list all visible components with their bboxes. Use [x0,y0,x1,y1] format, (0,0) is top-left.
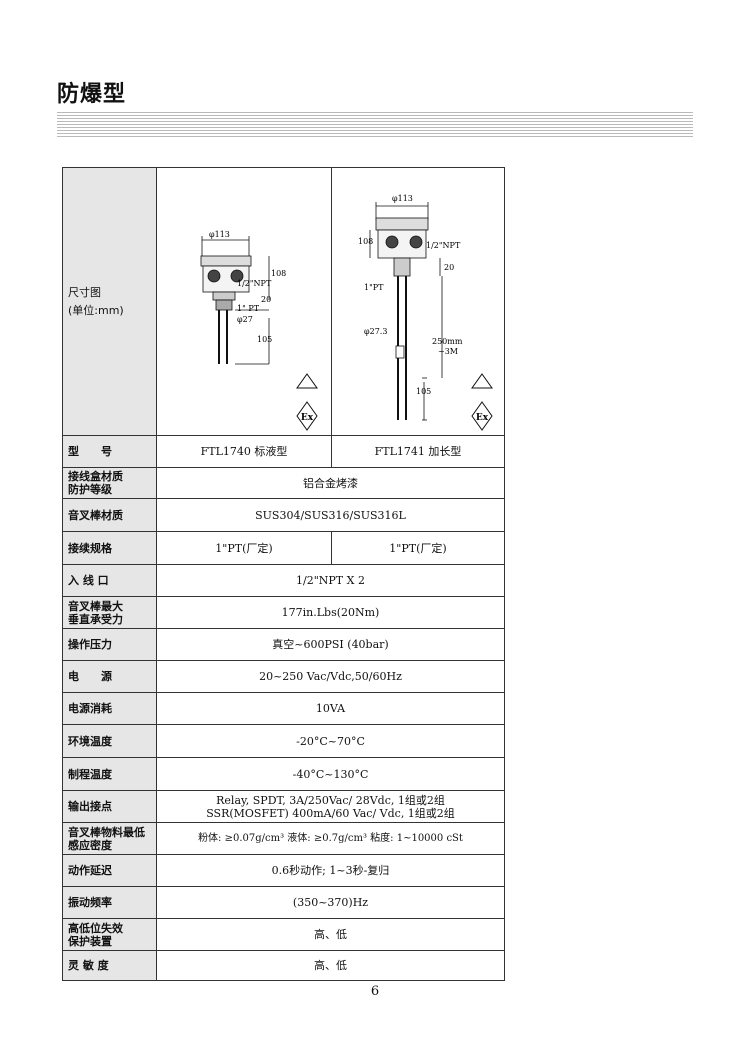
svg-text:Ex: Ex [301,413,314,423]
table-row: 接续规格 1"PT(厂定) 1"PT(厂定) [62,531,505,565]
spec-label: 动作延迟 [62,854,157,887]
spec-value: 高、低 [156,918,505,951]
table-row: 环境温度 -20°C~70°C [62,724,505,758]
spec-value: 铝合金烤漆 [156,467,505,499]
table-row: 灵 敏 度 高、低 [62,950,505,981]
spec-label: 电 源 [62,660,157,693]
spec-value: Relay, SPDT, 3A/250Vac/ 28Vdc, 1组或2组 SSR… [156,790,505,823]
spec-label: 接线盒材质 防护等级 [62,467,157,499]
left-rod-label: φ27 [237,315,253,324]
table-row: 电源消耗 10VA [62,692,505,725]
dimension-label-line2: (单位:mm) [68,303,124,317]
page-number: 6 [370,984,380,999]
spec-value: FTL1740 标液型 [156,435,332,468]
spec-label: 振动频率 [62,886,157,919]
dimension-row: 尺寸图 (单位:mm) [62,167,505,436]
left-npt-label: 1/2"NPT [237,279,272,288]
spec-table: 尺寸图 (单位:mm) [62,167,505,981]
spec-label: 环境温度 [62,724,157,758]
spec-value: 真空~600PSI (40bar) [156,628,505,661]
table-row: 音叉棒物料最低 感应密度 粉体: ≥0.07g/cm³ 液体: ≥0.7g/cm… [62,822,505,855]
left-width-label: φ113 [209,230,230,239]
table-row: 音叉棒材质 SUS304/SUS316/SUS316L [62,498,505,532]
spec-value: 177in.Lbs(20Nm) [156,596,505,629]
spec-value: 1"PT(厂定) [331,531,505,565]
page-title: 防爆型 [57,82,127,107]
left-height-label: 108 [271,269,286,278]
spec-label: 音叉棒材质 [62,498,157,532]
dimension-label: 尺寸图 (单位:mm) [62,167,157,436]
spec-label: 型 号 [62,435,157,468]
spec-value: (350~370)Hz [156,886,505,919]
right-rod-label: φ27.3 [364,327,387,336]
spec-value: 10VA [156,692,505,725]
spec-label: 入 线 口 [62,564,157,597]
svg-text:Ex: Ex [476,413,489,423]
spec-label: 音叉棒最大 垂直承受力 [62,596,157,629]
right-drawing-cell: φ113 108 1/2"NPT 20 1"PT φ27.3 250mm ~3M… [331,167,505,436]
spec-value: 高、低 [156,950,505,981]
left-drawing-cell: φ113 108 1/2"NPT 20 1" PT φ27 105 Ex [156,167,332,436]
right-length2-label: ~3M [438,347,458,356]
right-20-label: 20 [444,263,454,272]
left-20-label: 20 [261,295,271,304]
spec-label: 制程温度 [62,757,157,791]
left-pt-label: 1" PT [237,304,260,313]
right-height-label: 108 [358,237,373,246]
spec-value: 粉体: ≥0.07g/cm³ 液体: ≥0.7g/cm³ 粘度: 1~10000… [156,822,505,855]
spec-value: 1/2"NPT X 2 [156,564,505,597]
atex-mark-icon: Ex [471,373,493,431]
left-fork-label: 105 [257,335,272,344]
atex-mark-icon: Ex [296,373,318,431]
table-row: 动作延迟 0.6秒动作; 1~3秒-复归 [62,854,505,887]
spec-value: SUS304/SUS316/SUS316L [156,498,505,532]
right-npt-label: 1/2"NPT [426,241,461,250]
table-row: 型 号 FTL1740 标液型 FTL1741 加长型 [62,435,505,468]
table-row: 输出接点 Relay, SPDT, 3A/250Vac/ 28Vdc, 1组或2… [62,790,505,823]
spec-label: 高低位失效 保护装置 [62,918,157,951]
table-row: 振动频率 (350~370)Hz [62,886,505,919]
spec-value: 0.6秒动作; 1~3秒-复归 [156,854,505,887]
header-stripes [57,112,693,138]
ftl1741-dimension-drawing: φ113 108 1/2"NPT 20 1"PT φ27.3 250mm ~3M… [358,194,493,431]
spec-label: 音叉棒物料最低 感应密度 [62,822,157,855]
table-row: 接线盒材质 防护等级 铝合金烤漆 [62,467,505,499]
table-row: 操作压力 真空~600PSI (40bar) [62,628,505,661]
spec-label: 操作压力 [62,628,157,661]
right-fork-label: 105 [416,387,431,396]
table-row: 制程温度 -40°C~130°C [62,757,505,791]
dimension-label-line1: 尺寸图 [68,285,101,299]
spec-label: 输出接点 [62,790,157,823]
spec-value: FTL1741 加长型 [331,435,505,468]
spec-value: -20°C~70°C [156,724,505,758]
right-width-label: φ113 [392,194,413,203]
spec-label: 灵 敏 度 [62,950,157,981]
spec-value: 20~250 Vac/Vdc,50/60Hz [156,660,505,693]
right-pt-label: 1"PT [364,283,384,292]
spec-value: 1"PT(厂定) [156,531,332,565]
right-length-label: 250mm [432,337,463,346]
table-row: 高低位失效 保护装置 高、低 [62,918,505,951]
spec-value: -40°C~130°C [156,757,505,791]
table-row: 音叉棒最大 垂直承受力 177in.Lbs(20Nm) [62,596,505,629]
spec-label: 接续规格 [62,531,157,565]
ftl1740-dimension-drawing: φ113 108 1/2"NPT 20 1" PT φ27 105 Ex [200,230,318,431]
table-row: 电 源 20~250 Vac/Vdc,50/60Hz [62,660,505,693]
spec-label: 电源消耗 [62,692,157,725]
table-row: 入 线 口 1/2"NPT X 2 [62,564,505,597]
